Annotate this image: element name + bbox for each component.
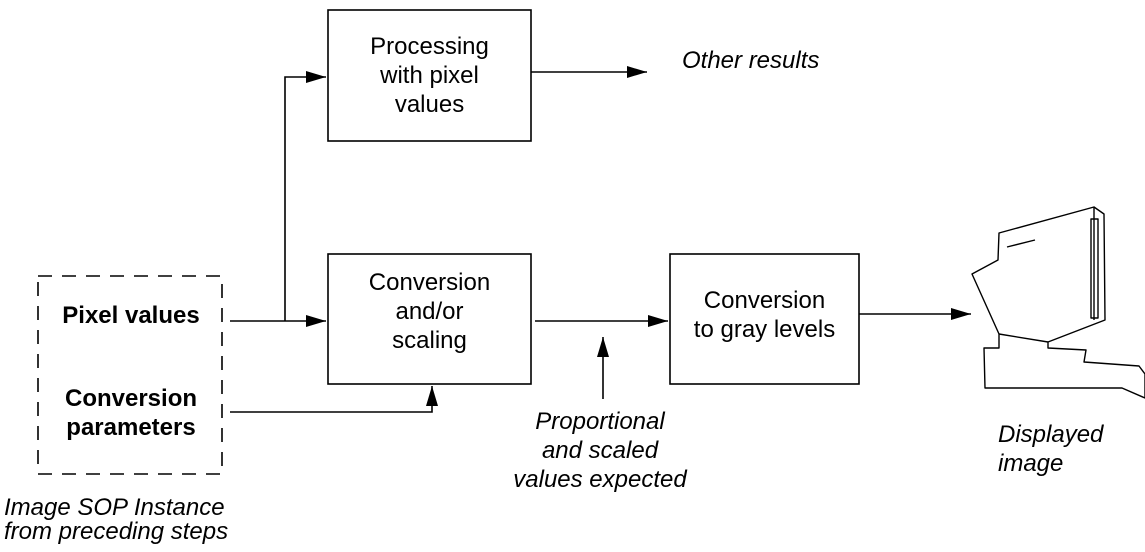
pixel-values-label: Pixel values [44, 301, 218, 330]
arrow-params-to-conversion [230, 386, 438, 413]
image-sop-line-1: Image SOP Instance [4, 494, 225, 521]
conversion-scaling-line-2: and/or [395, 298, 464, 325]
displayed-image-line-1: Displayed [998, 421, 1104, 448]
conversion-scaling-line-3: scaling [392, 327, 467, 354]
gray-levels-line-2: to gray levels [693, 316, 836, 343]
gray-levels-box-label: Conversion to gray levels [670, 286, 859, 344]
image-sop-line-2: from preceding steps [4, 518, 229, 545]
image-sop-label: Image SOP Instance from preceding steps [4, 496, 228, 544]
processing-box [327, 9, 532, 142]
conversion-parameters-line-1: Conversion [64, 385, 198, 412]
arrow-to-processing [284, 71, 326, 321]
conversion-scaling-box [327, 253, 532, 385]
displayed-image-label: Displayed image [998, 420, 1103, 478]
gray-levels-line-1: Conversion [703, 287, 826, 314]
processing-line-1: Processing [370, 33, 489, 60]
processing-line-2: with pixel [380, 62, 479, 89]
proportional-line-3: values expected [513, 466, 687, 493]
proportional-line-1: Proportional [535, 408, 665, 435]
conversion-scaling-box-label: Conversion and/or scaling [328, 268, 531, 355]
proportional-line-2: and scaled [541, 437, 659, 464]
conversion-parameters-line-2: parameters [66, 414, 196, 441]
other-results-label: Other results [682, 47, 820, 74]
conversion-scaling-line-1: Conversion [368, 269, 491, 296]
proportional-label: Proportional and scaled values expected [490, 407, 710, 494]
processing-line-3: values [394, 91, 465, 118]
gray-levels-box [669, 253, 860, 385]
displayed-image-line-2: image [998, 450, 1064, 477]
computer-monitor-icon [971, 206, 1145, 399]
conversion-parameters-label: Conversion parameters [44, 384, 218, 442]
processing-box-label: Processing with pixel values [328, 32, 531, 119]
